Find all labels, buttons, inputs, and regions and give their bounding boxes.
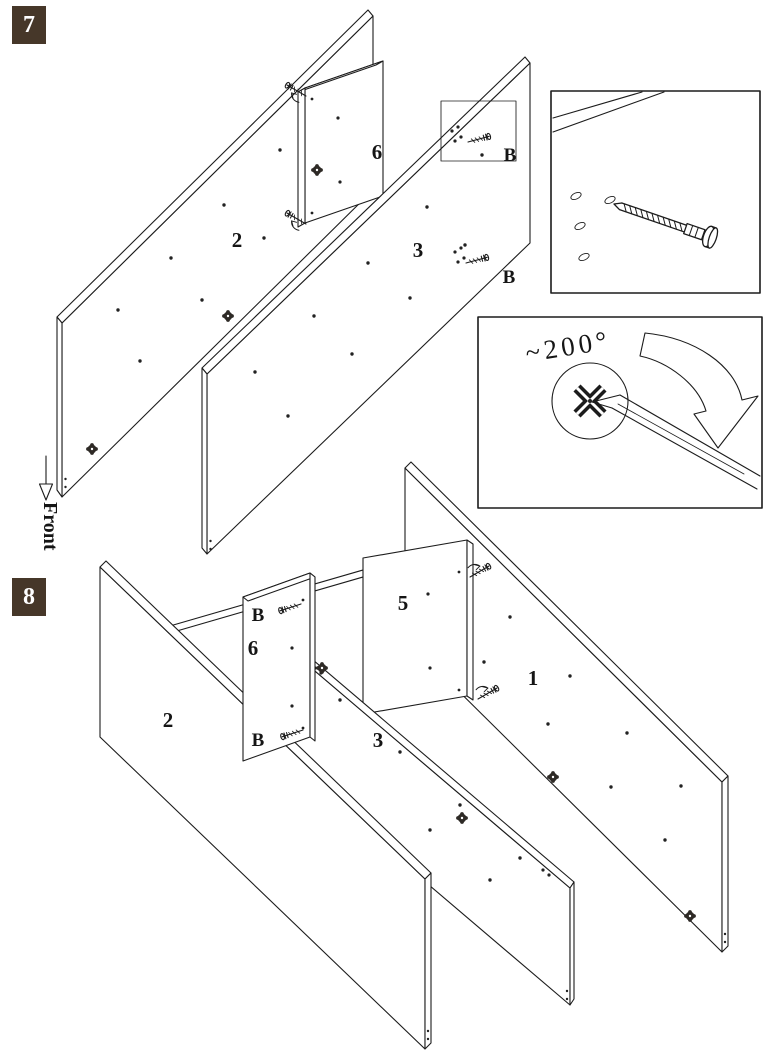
- panel-3-label: 3: [373, 728, 384, 752]
- fitting-b-upper-step7: B: [466, 132, 517, 166]
- fitting-b-label: B: [252, 730, 265, 751]
- rotation-angle-text: ~200°: [523, 325, 613, 368]
- fitting-b-label: B: [504, 145, 517, 166]
- detail-callout-region: [440, 100, 517, 162]
- panel-3-label: 3: [413, 238, 424, 262]
- panel-2-step7: 2: [56, 9, 374, 498]
- divider-6-step7: 6: [281, 60, 384, 232]
- step8-diagram: 1 5: [99, 461, 729, 1050]
- cam-bolt-detail-icon: [613, 202, 719, 249]
- panel-6-label: 6: [248, 636, 259, 660]
- screw-detail-inset: [550, 90, 761, 294]
- divider-5-step8: 5: [362, 539, 500, 715]
- fitting-b-label: B: [503, 267, 516, 288]
- screwdriver-icon: [591, 394, 761, 490]
- fitting-b-label: B: [252, 605, 265, 626]
- panel-3-step7: 3: [201, 56, 531, 555]
- panel-1-step8: 1: [404, 461, 729, 953]
- front-direction-indicator: Front: [38, 455, 61, 551]
- cam-lock-face-icon: [573, 384, 607, 418]
- panel-2-label: 2: [232, 228, 243, 252]
- step-7-badge: 7: [12, 6, 46, 44]
- clockwise-arrow: [639, 332, 759, 449]
- fitting-b-lower-step7: B: [464, 253, 516, 288]
- divider-6-step8: 6: [242, 572, 328, 762]
- panel-6-label: 6: [372, 140, 383, 164]
- fitting-b-upper-step8: B: [252, 600, 303, 626]
- panel-5-label: 5: [398, 591, 409, 615]
- panel-1-label: 1: [528, 666, 539, 690]
- fitting-b-lower-step8: B: [252, 726, 305, 751]
- panel-2-label: 2: [163, 708, 174, 732]
- step-8-badge: 8: [12, 578, 46, 616]
- rotation-detail-inset: ~200°: [477, 316, 763, 509]
- step7-diagram: 2 6: [56, 9, 531, 555]
- front-label: Front: [39, 502, 61, 551]
